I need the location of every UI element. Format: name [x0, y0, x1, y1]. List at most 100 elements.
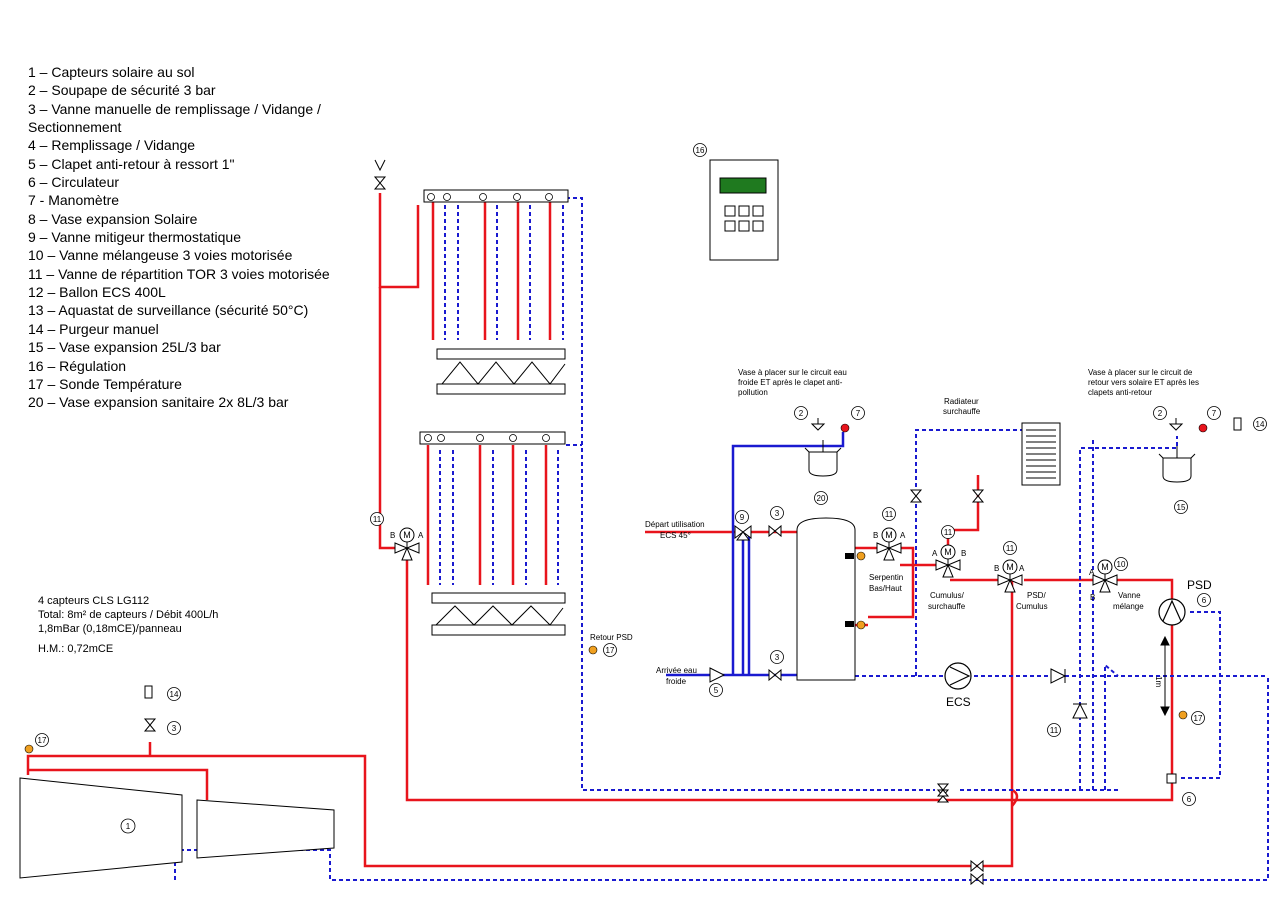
svg-text:11: 11	[885, 510, 894, 519]
valve-collector-red-icon	[970, 860, 984, 872]
temperature-sensor-icon	[1178, 710, 1188, 720]
svg-text:9: 9	[740, 513, 745, 522]
safety-valve-icon	[810, 418, 1184, 431]
component-labels: Radiateur surchauffe Départ utilisation …	[590, 397, 1163, 687]
collector-info: 4 capteurs CLS LG112 Total: 8m² de capte…	[38, 595, 218, 655]
port-a-label: A	[932, 549, 938, 558]
depart-label: ECS 45°	[660, 531, 691, 540]
regulation-controller	[709, 159, 779, 261]
psd-cumulus-label: Cumulus	[1016, 602, 1048, 611]
vanne-label: Vanne	[1118, 591, 1141, 600]
vase-ecs-note: Vase à placer sur le circuit eau froide …	[738, 368, 847, 397]
motor-label: M	[885, 530, 893, 540]
crossover-bridge	[1011, 788, 1019, 807]
number-badge: 11	[882, 507, 896, 521]
collector-info-line: 1,8mBar (0,18mCE)/panneau	[38, 623, 182, 635]
number-badge: 17	[35, 733, 49, 747]
legend-item: 12 – Ballon ECS 400L	[28, 284, 166, 301]
number-badge: 14	[167, 687, 181, 701]
psd-riser-pipe	[378, 193, 420, 289]
legend-item: 13 – Aquastat de surveillance (sécurité …	[28, 302, 309, 319]
number-badge: 3	[770, 506, 784, 520]
gauge-icon	[479, 193, 487, 201]
number-badge: 14	[1253, 417, 1267, 431]
svg-text:11: 11	[1050, 726, 1059, 735]
fill-funnel-icon	[374, 159, 386, 172]
svg-text:7: 7	[856, 409, 861, 418]
psd-bottom-zigzag	[435, 605, 564, 626]
legend-item: 4 – Remplissage / Vidange	[28, 137, 196, 154]
check-valves	[709, 667, 1088, 719]
arrivee-label: froide	[666, 677, 687, 686]
psd-label: PSD	[1187, 578, 1212, 592]
note-line: froide ET après le clapet anti-	[738, 378, 843, 387]
svg-text:10: 10	[1117, 560, 1126, 569]
motor-label: M	[403, 530, 411, 540]
psd-bottom-base	[431, 592, 566, 604]
psd-main-pipe	[1020, 578, 1174, 802]
vase-solaire-pipe	[1079, 436, 1178, 790]
port-b-label: B	[873, 531, 878, 540]
cumulus-label: Cumulus/	[930, 591, 965, 600]
valve-3-top-icon	[768, 525, 782, 537]
number-badge: 6	[1182, 792, 1196, 806]
gauge-icon	[437, 434, 445, 442]
temperature-sensor-icon	[856, 620, 866, 630]
dashed-return-network	[174, 197, 1269, 881]
temperature-sensor-icon	[856, 551, 866, 561]
temperature-sensors	[24, 645, 1188, 754]
legend-item: 10 – Vanne mélangeuse 3 voies motorisée	[28, 247, 293, 264]
psd-bottom-header	[419, 431, 566, 445]
port-b-label: B	[994, 564, 999, 573]
temperature-sensor-icon	[588, 645, 598, 655]
tank-sensor-bottom	[845, 621, 854, 627]
number-badge: 10	[1114, 557, 1128, 571]
psd-top-zigzag	[441, 361, 566, 385]
retour-psd-pipe	[566, 197, 935, 791]
psd-bypass-pipe	[1180, 611, 1221, 779]
ecs-tank	[796, 517, 856, 681]
gauge-icon	[443, 193, 451, 201]
vase-solaire-note: Vase à placer sur le circuit de retour v…	[1088, 368, 1199, 397]
cold-water-riser	[731, 432, 845, 675]
serpentin-pipe-bottom	[868, 563, 915, 619]
motor-label: M	[944, 547, 952, 557]
number-badge: 11	[1047, 723, 1061, 737]
collector-link-pipe	[28, 768, 209, 800]
vanne-label: mélange	[1113, 602, 1144, 611]
legend-item: 3 – Vanne manuelle de remplissage / Vida…	[28, 100, 321, 117]
valve-3-bottom-icon	[768, 669, 782, 681]
radiateur-supply-pipe	[946, 475, 980, 548]
number-badge: 3	[770, 650, 784, 664]
legend-item: 20 – Vase expansion sanitaire 2x 8L/3 ba…	[28, 394, 289, 411]
number-badge: 9	[735, 510, 749, 524]
legend-item: 6 – Circulateur	[28, 174, 120, 191]
number-badge: 20	[814, 491, 828, 505]
note-line: clapets anti-retour	[1088, 388, 1152, 397]
svg-text:2: 2	[799, 409, 804, 418]
gauge-icon	[513, 193, 521, 201]
svg-text:3: 3	[172, 724, 177, 733]
note-line: pollution	[738, 388, 768, 397]
svg-text:17: 17	[606, 646, 615, 655]
collector-number: 1	[126, 822, 131, 831]
psd-cumulus-label: PSD/	[1027, 591, 1046, 600]
manometer-icon	[840, 423, 850, 433]
check-valve-icon	[1050, 668, 1067, 684]
number-badge: 11	[1003, 541, 1017, 555]
legend-item: 8 – Vase expansion Solaire	[28, 210, 198, 227]
serpentin-label: Serpentin	[869, 573, 903, 582]
number-badge: 2	[1153, 406, 1167, 420]
svg-text:17: 17	[1194, 714, 1203, 723]
svg-text:11: 11	[373, 515, 382, 524]
legend-item: 15 – Vase expansion 25L/3 bar	[28, 339, 221, 356]
port-a-label: A	[1089, 568, 1095, 577]
serpentin-label: Bas/Haut	[869, 584, 903, 593]
ecs-label: ECS	[946, 695, 971, 709]
legend-item: 5 – Clapet anti-retour à ressort 1"	[28, 155, 235, 172]
psd-gauges	[424, 193, 553, 442]
legend-item: 2 – Soupape de sécurité 3 bar	[28, 82, 216, 99]
dimension-1m	[1160, 635, 1170, 717]
